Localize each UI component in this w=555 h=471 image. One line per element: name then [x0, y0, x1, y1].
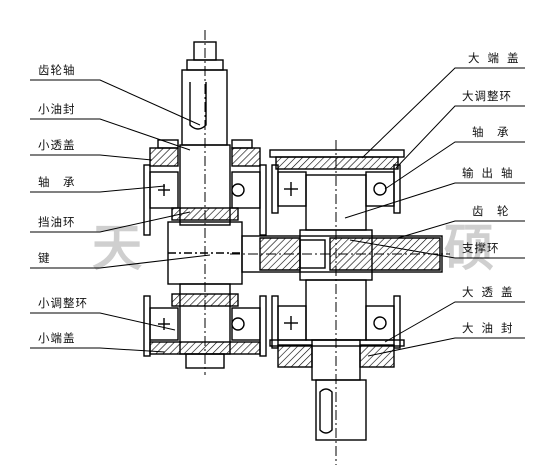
- label-small-end-cover: 小端盖: [38, 331, 76, 345]
- label-bearing-right: 轴 承: [472, 125, 510, 139]
- bearing-left-top: [143, 164, 267, 236]
- intermediate-gear: [230, 235, 450, 273]
- label-key: 键: [38, 251, 51, 265]
- bearing-right-top: [271, 164, 401, 214]
- label-small-adjust-ring: 小调整环: [38, 296, 88, 310]
- label-output-shaft: 输出轴: [462, 166, 521, 180]
- label-gear: 齿 轮: [472, 204, 510, 218]
- label-oil-ring: 挡油环: [38, 215, 76, 229]
- output-shaft: [299, 140, 373, 465]
- small-through-cover-top: [149, 139, 261, 167]
- gear-shaft: [167, 30, 243, 375]
- label-bearing-left: 轴 承: [38, 175, 76, 189]
- label-big-adjust-ring: 大调整环: [462, 89, 512, 103]
- label-big-end-cover: 大端盖: [468, 51, 527, 65]
- label-small-oil-seal: 小油封: [38, 102, 76, 116]
- watermark-right: 硕: [444, 218, 494, 277]
- label-big-through-cover: 大透盖: [462, 285, 521, 299]
- leader-lines: [30, 67, 525, 357]
- label-small-through-cover: 小透盖: [38, 138, 76, 152]
- big-through-cover: [269, 339, 405, 368]
- label-support-ring: 支撑环: [462, 241, 500, 255]
- label-big-oil-seal: 大油封: [462, 321, 521, 335]
- label-gear-shaft: 齿轮轴: [38, 63, 76, 77]
- big-end-cover: [269, 149, 405, 170]
